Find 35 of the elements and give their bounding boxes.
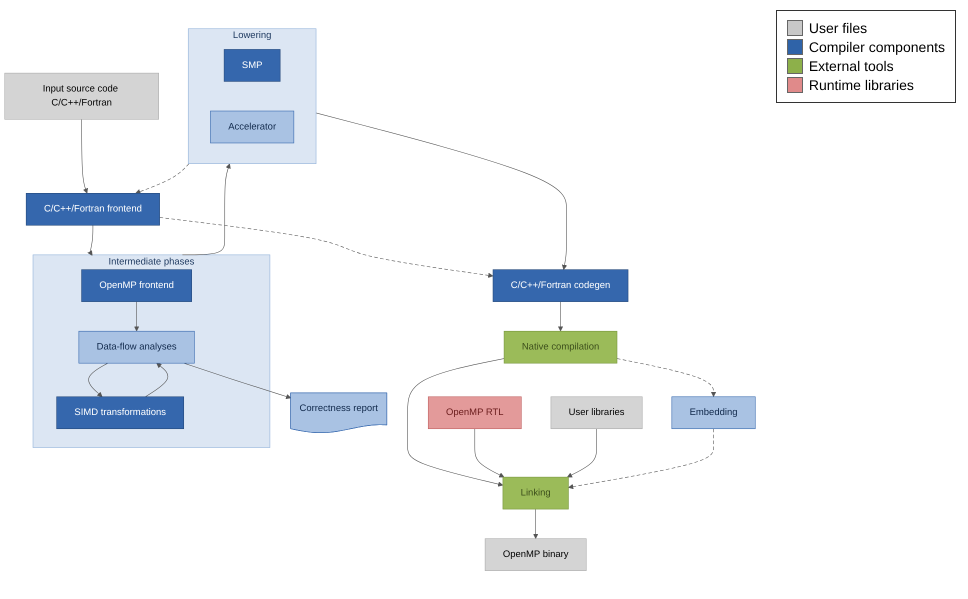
node-box: Embedding (672, 396, 756, 429)
arrow (567, 428, 597, 478)
node-box: User libraries (550, 396, 643, 429)
arrow (558, 301, 564, 332)
node-box: Input source code C/C++/Fortran (4, 72, 159, 120)
node-box: C/C++/Fortran frontend (26, 192, 160, 226)
arrow (87, 224, 94, 256)
arrow (407, 358, 504, 486)
arrow (182, 163, 231, 255)
arrow (135, 163, 190, 194)
legend-label: Runtime libraries (808, 77, 914, 93)
legend-label: External tools (808, 58, 894, 74)
legend-label: User files (808, 20, 868, 36)
arrow (474, 428, 504, 478)
arrow (616, 358, 716, 397)
node-box: SIMD transformations (56, 396, 184, 429)
node-box: Data-flow analyses (78, 330, 195, 364)
node-box: OpenMP RTL (428, 396, 522, 429)
arrow (316, 112, 568, 270)
node-box: Accelerator (210, 110, 294, 144)
arrow (81, 118, 88, 194)
node-box: OpenMP frontend (81, 269, 192, 302)
node-box: SMP (224, 48, 280, 82)
arrow (88, 362, 108, 397)
arrow (533, 508, 538, 539)
arrow (134, 301, 140, 332)
arrow (184, 362, 292, 399)
node-box: OpenMP binary (484, 538, 587, 571)
arrow (159, 216, 494, 278)
node-box: Linking (502, 476, 569, 510)
node-box: Native compilation (504, 330, 618, 364)
legend-label: Compiler components (808, 39, 945, 55)
arrow (145, 362, 168, 397)
arrow (568, 428, 714, 489)
node-box: C/C++/Fortran codegen (492, 269, 628, 302)
